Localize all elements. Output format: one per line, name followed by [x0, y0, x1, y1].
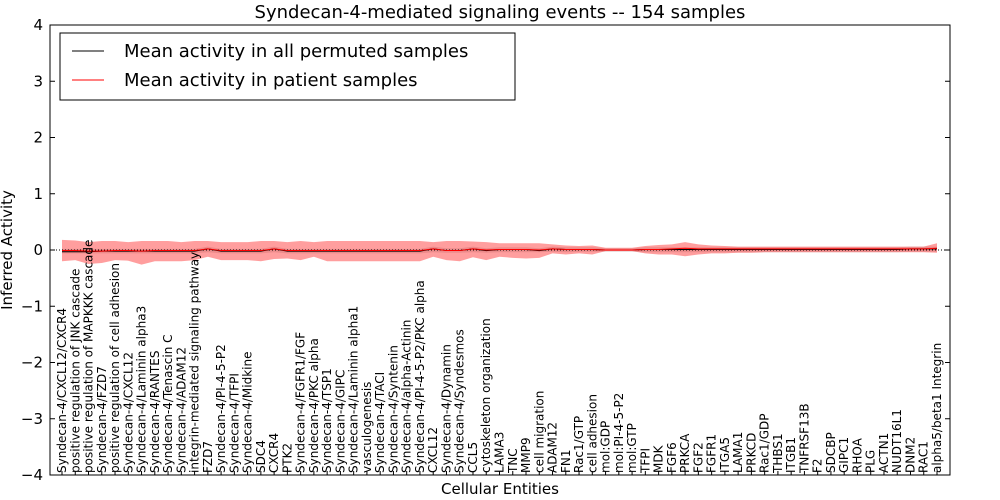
x-tick-label: Syndecan-4/PKC alpha	[307, 338, 321, 473]
x-tick-label: Syndecan-4/Syndesmos	[453, 329, 467, 473]
y-axis: 4 3 2 1 0 −1 −2 −3 −4	[21, 16, 950, 484]
y-tick-label: −4	[21, 466, 43, 484]
x-tick-label: mol:GTP	[625, 423, 639, 473]
x-tick-label: TNC	[506, 448, 520, 474]
x-tick-label: TFPI	[638, 448, 652, 474]
x-tick-label: Syndecan-4/ADAM12	[174, 347, 188, 473]
x-tick-label: CXCL12	[426, 427, 440, 473]
x-tick-label: FGF2	[691, 442, 705, 473]
x-tick-label: NUDT16L1	[890, 409, 904, 473]
x-tick-label: Syndecan-4/CXCL12	[121, 352, 135, 473]
x-tick-label: THBS1	[771, 433, 785, 474]
x-tick-label: positive regulation of cell adhesion	[108, 263, 122, 473]
x-tick-label: CCL5	[466, 442, 480, 473]
x-tick-label: Syndecan-4/FZD7	[95, 366, 109, 473]
x-tick-label: Syndecan-4/RANTES	[148, 351, 162, 473]
x-tick-label: Rac1/GDP	[758, 414, 772, 473]
x-tick-label: Syndecan-4/Dynamin	[439, 344, 453, 473]
x-tick-label: Rac1/GTP	[572, 416, 586, 473]
x-tick-label: Syndecan-4/PI-4-5-P2/PKC alpha	[413, 280, 427, 473]
x-tick-label: mol:GDP	[599, 421, 613, 473]
legend-box	[59, 32, 516, 101]
x-tick-label: Syndecan-4/CXCL12/CXCR4	[55, 308, 69, 473]
x-tick-label: cell adhesion	[585, 394, 599, 473]
y-axis-label: Inferred Activity	[0, 190, 16, 310]
x-tick-label: PLG	[864, 450, 878, 473]
x-tick-label: ACTN1	[877, 433, 891, 473]
x-tick-label: RAC1	[917, 441, 931, 473]
x-tick-label: Syndecan-4/FGFR1/FGF	[294, 332, 308, 473]
y-tick-label: 2	[33, 129, 43, 147]
x-tick-label: FGFR1	[705, 434, 719, 473]
x-tick-label: cytoskeleton organization	[479, 318, 493, 473]
x-tick-label: Syndecan-4/Tenascin C	[161, 334, 175, 473]
x-tick-label: Syndecan-4/TACI	[373, 372, 387, 473]
x-tick-label: FN1	[559, 449, 573, 473]
x-tick-label: MDK	[652, 444, 666, 473]
y-tick-label: 1	[33, 185, 43, 203]
x-tick-label: ITGB1	[784, 437, 798, 473]
x-tick-label: Syndecan-4/Laminin alpha3	[135, 306, 149, 473]
y-tick-label: 3	[33, 72, 43, 90]
x-tick-label: Syndecan-4/Laminin alpha1	[347, 306, 361, 473]
x-tick-label: PTK2	[280, 443, 294, 473]
plot-area	[49, 24, 951, 476]
x-tick-label: RHOA	[850, 437, 864, 473]
x-tick-label: Syndecan-4/GIPC	[333, 370, 347, 473]
y-tick-label: −2	[21, 354, 43, 372]
x-tick-label: PRKCA	[678, 433, 692, 473]
chart-title: Syndecan-4-mediated signaling events -- …	[255, 2, 746, 23]
x-tick-label: mol:PI-4-5-P2	[612, 393, 626, 473]
x-tick-label: SDCBP	[824, 432, 838, 473]
x-tick-label: TNFRSF13B	[797, 403, 811, 474]
legend-label: Mean activity in patient samples	[124, 70, 418, 91]
x-tick-label: Syndecan-4/PI-4-5-P2	[214, 344, 228, 473]
series-band-0	[62, 246, 937, 254]
x-tick-label: integrin-mediated signaling pathway	[188, 252, 202, 473]
x-tick-label: Syndecan-4/Syntenin	[386, 345, 400, 473]
x-tick-label: CXCR4	[267, 433, 281, 473]
y-tick-label: 0	[33, 241, 43, 259]
x-tick-label: DNM2	[903, 437, 917, 473]
x-tick-label: LAMA3	[493, 432, 507, 473]
x-tick-label: ADAM12	[546, 422, 560, 473]
x-tick-label: ITGA5	[718, 437, 732, 473]
x-tick-label: FZD7	[201, 441, 215, 473]
x-tick-label: vasculogenesis	[360, 382, 374, 473]
x-tick-label: Syndecan-4/Midkine	[241, 352, 255, 473]
series-band-1	[62, 239, 937, 265]
x-tick-label: SDC4	[254, 440, 268, 473]
y-tick-label: −1	[21, 297, 43, 315]
x-tick-label: positive regulation of JNK cascade	[68, 269, 82, 473]
series-line-1	[62, 247, 938, 252]
x-axis-label: Cellular Entities	[441, 480, 559, 498]
x-tick-label: FGF6	[665, 442, 679, 473]
x-tick-label: Syndecan-4/alpha-Actinin	[400, 320, 414, 473]
legend: Mean activity in all permuted samplesMea…	[59, 32, 516, 101]
x-tick-label: MMP9	[519, 437, 533, 473]
x-tick-label: LAMA1	[731, 432, 745, 473]
x-tick-label: Syndecan-4/TSP1	[320, 368, 334, 473]
x-tick-label: PRKCD	[744, 433, 758, 473]
x-tick-label: cell migration	[532, 391, 546, 473]
y-tick-label: 4	[33, 16, 43, 34]
y-tick-label: −3	[21, 410, 43, 428]
x-tick-label: alpha5/beta1 Integrin	[930, 343, 944, 473]
x-tick-label: GIPC1	[837, 437, 851, 473]
x-tick-label: F2	[811, 458, 825, 473]
x-tick-label: Syndecan-4/TFPI	[227, 373, 241, 473]
x-tick-label: positive regulation of MAPKKK cascade	[82, 240, 96, 473]
legend-label: Mean activity in all permuted samples	[124, 41, 468, 62]
